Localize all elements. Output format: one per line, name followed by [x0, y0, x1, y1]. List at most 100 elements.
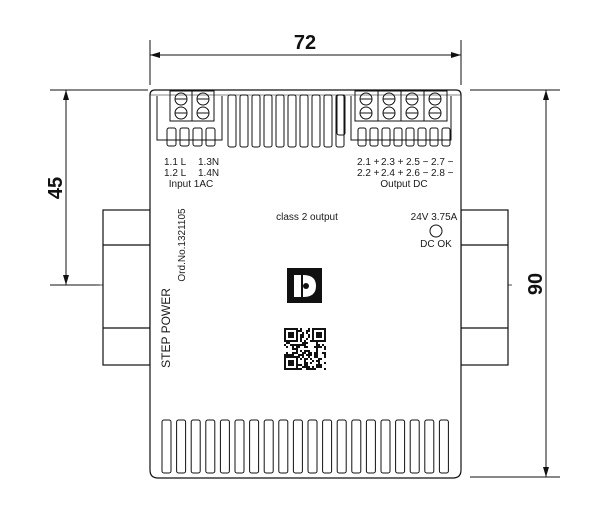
qr-module	[314, 368, 316, 370]
qr-module	[322, 340, 324, 342]
right-rail-clip	[460, 209, 509, 366]
left-rail-clip	[102, 209, 151, 366]
qr-module	[292, 348, 294, 350]
qr-module	[320, 340, 322, 342]
rating-label: 24V 3.75A	[411, 212, 458, 223]
bottom-vent-slot	[234, 419, 245, 474]
qr-module	[286, 340, 288, 342]
qr-module	[286, 346, 288, 348]
dimension-height-partial	[50, 89, 148, 286]
bottom-vent-slot	[176, 419, 187, 474]
qr-module	[296, 366, 298, 368]
bottom-vent-slot	[161, 419, 172, 474]
qr-module	[290, 360, 292, 362]
qr-module	[316, 344, 318, 346]
qr-module	[302, 342, 304, 344]
bottom-vent-slot	[249, 419, 260, 474]
qr-module	[284, 332, 286, 334]
qr-module	[316, 334, 318, 336]
qr-module	[324, 330, 326, 332]
qr-module	[286, 352, 288, 354]
qr-module	[284, 366, 286, 368]
qr-module	[304, 360, 306, 362]
qr-module	[296, 350, 298, 352]
qr-module	[308, 328, 310, 330]
qr-module	[296, 328, 298, 330]
qr-module	[284, 328, 286, 330]
qr-module	[292, 354, 294, 356]
qr-module	[308, 336, 310, 338]
input-terminal-label-1-3: 1.3N	[198, 157, 219, 168]
qr-module	[308, 334, 310, 336]
input-terminal-label-1-4: 1.4N	[198, 168, 219, 179]
qr-module	[310, 362, 312, 364]
qr-module	[306, 346, 308, 348]
qr-module	[320, 328, 322, 330]
qr-module	[288, 362, 290, 364]
qr-module	[318, 358, 320, 360]
qr-module	[292, 336, 294, 338]
qr-module	[310, 354, 312, 356]
qr-module	[308, 352, 310, 354]
top-vent-slot	[275, 94, 285, 148]
qr-module	[296, 356, 298, 358]
qr-module	[292, 364, 294, 366]
qr-module	[316, 348, 318, 350]
qr-module	[324, 348, 326, 350]
qr-module	[286, 354, 288, 356]
bottom-vent-slot	[395, 419, 406, 474]
qr-module	[286, 342, 288, 344]
output-terminal-label-2-5: 2.5 −	[406, 157, 429, 168]
qr-module	[284, 336, 286, 338]
qr-module	[308, 356, 310, 358]
qr-module	[304, 344, 306, 346]
qr-module	[302, 354, 304, 356]
order-number-label: Ord.No.1321105	[177, 208, 188, 282]
qr-module	[284, 340, 286, 342]
qr-module	[296, 336, 298, 338]
bottom-vent-slot	[424, 419, 435, 474]
qr-module	[290, 368, 292, 370]
qr-module	[292, 362, 294, 364]
qr-module	[308, 366, 310, 368]
qr-module	[324, 356, 326, 358]
input-terminal-caption: Input 1AC	[169, 179, 213, 190]
qr-module	[300, 358, 302, 360]
qr-module	[288, 332, 290, 334]
qr-module	[296, 368, 298, 370]
qr-module	[290, 364, 292, 366]
qr-module	[324, 346, 326, 348]
qr-module	[292, 340, 294, 342]
qr-code-icon	[284, 328, 326, 370]
qr-module	[312, 360, 314, 362]
bottom-vent-slot	[336, 419, 347, 474]
qr-module	[316, 332, 318, 334]
qr-module	[306, 342, 308, 344]
qr-module	[300, 334, 302, 336]
bottom-vent-slot	[409, 419, 420, 474]
qr-module	[284, 368, 286, 370]
qr-module	[296, 364, 298, 366]
top-vent-slots	[227, 94, 346, 148]
qr-module	[288, 364, 290, 366]
qr-module	[300, 364, 302, 366]
qr-module	[288, 342, 290, 344]
qr-module	[310, 358, 312, 360]
qr-module	[290, 354, 292, 356]
qr-module	[290, 332, 292, 334]
qr-module	[286, 328, 288, 330]
qr-module	[294, 356, 296, 358]
dc-ok-led-icon	[429, 224, 443, 238]
qr-module	[316, 352, 318, 354]
qr-module	[308, 368, 310, 370]
qr-module	[312, 338, 314, 340]
qr-module	[312, 336, 314, 338]
qr-module	[300, 328, 302, 330]
qr-module	[316, 340, 318, 342]
qr-module	[300, 368, 302, 370]
bottom-vent-slot	[438, 419, 449, 474]
qr-module	[306, 362, 308, 364]
qr-module	[312, 328, 314, 330]
qr-module	[284, 360, 286, 362]
